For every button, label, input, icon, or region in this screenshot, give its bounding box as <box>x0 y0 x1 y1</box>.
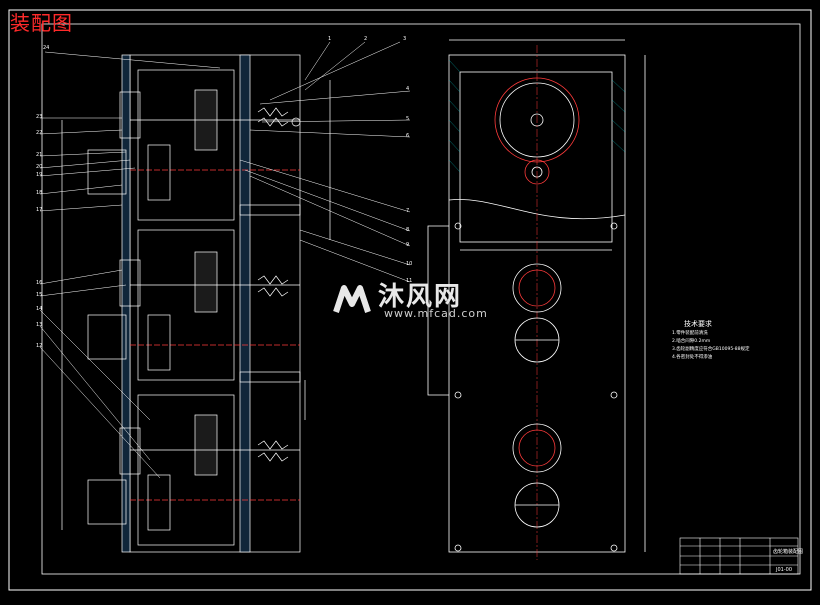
part-number: 6 <box>406 133 410 139</box>
part-number: 15 <box>36 292 43 298</box>
part-number: 4 <box>406 86 410 92</box>
part-number: 7 <box>406 208 410 214</box>
part-number: 16 <box>36 280 43 286</box>
part-number: 21 <box>36 152 43 158</box>
title-block-drawing-no: J01-00 <box>776 567 793 573</box>
part-number: 5 <box>406 116 410 122</box>
watermark-brand: 沐风网 <box>378 282 463 312</box>
part-number: 24 <box>43 45 50 51</box>
title-block <box>679 537 799 575</box>
part-number: 22 <box>36 130 43 136</box>
part-number: 18 <box>36 190 43 196</box>
part-number: 23 <box>36 114 43 120</box>
part-number: 13 <box>36 322 43 328</box>
tech-requirements: 技术要求 1.零件装配前清洗 2.啮合间隙0.2mm 3.齿轮副精度应符合GB1… <box>672 320 772 362</box>
drawing-title: 装配图 <box>10 11 73 35</box>
part-number: 2 <box>364 36 368 42</box>
part-number: 9 <box>406 242 410 248</box>
tech-requirement-line: 3.齿轮副精度应符合GB10095-88规定 <box>672 347 750 352</box>
mf-logo-icon <box>333 285 371 313</box>
part-number: 8 <box>406 227 410 233</box>
watermark: 沐风网 www.mfcad.com <box>330 276 500 326</box>
part-number: 17 <box>36 207 43 213</box>
title-block-name: 齿轮箱装配图 <box>773 549 804 555</box>
stage-2 <box>87 229 300 381</box>
part-number: 19 <box>36 172 43 178</box>
tech-requirement-line: 2.啮合间隙0.2mm <box>672 339 711 344</box>
tech-requirement-line: 1.零件装配前清洗 <box>672 331 708 336</box>
watermark-url: www.mfcad.com <box>384 307 488 320</box>
part-number: 11 <box>406 278 413 284</box>
part-number: 1 <box>328 36 332 42</box>
part-number: 10 <box>406 261 413 267</box>
part-number: 14 <box>36 306 43 312</box>
leaders-right <box>239 41 411 283</box>
leaders-left <box>39 51 221 479</box>
part-number: 12 <box>36 343 43 349</box>
section-view <box>61 54 331 553</box>
stage-1 <box>87 69 301 221</box>
tech-requirements-heading: 技术要求 <box>684 320 712 328</box>
inner-frame <box>41 23 801 575</box>
part-number: 3 <box>403 36 407 42</box>
stage-3 <box>87 394 300 546</box>
tech-requirement-line: 4.各密封处不得渗油 <box>672 355 713 360</box>
part-number: 20 <box>36 164 43 170</box>
plan-view <box>427 39 646 560</box>
outer-frame <box>8 9 812 591</box>
